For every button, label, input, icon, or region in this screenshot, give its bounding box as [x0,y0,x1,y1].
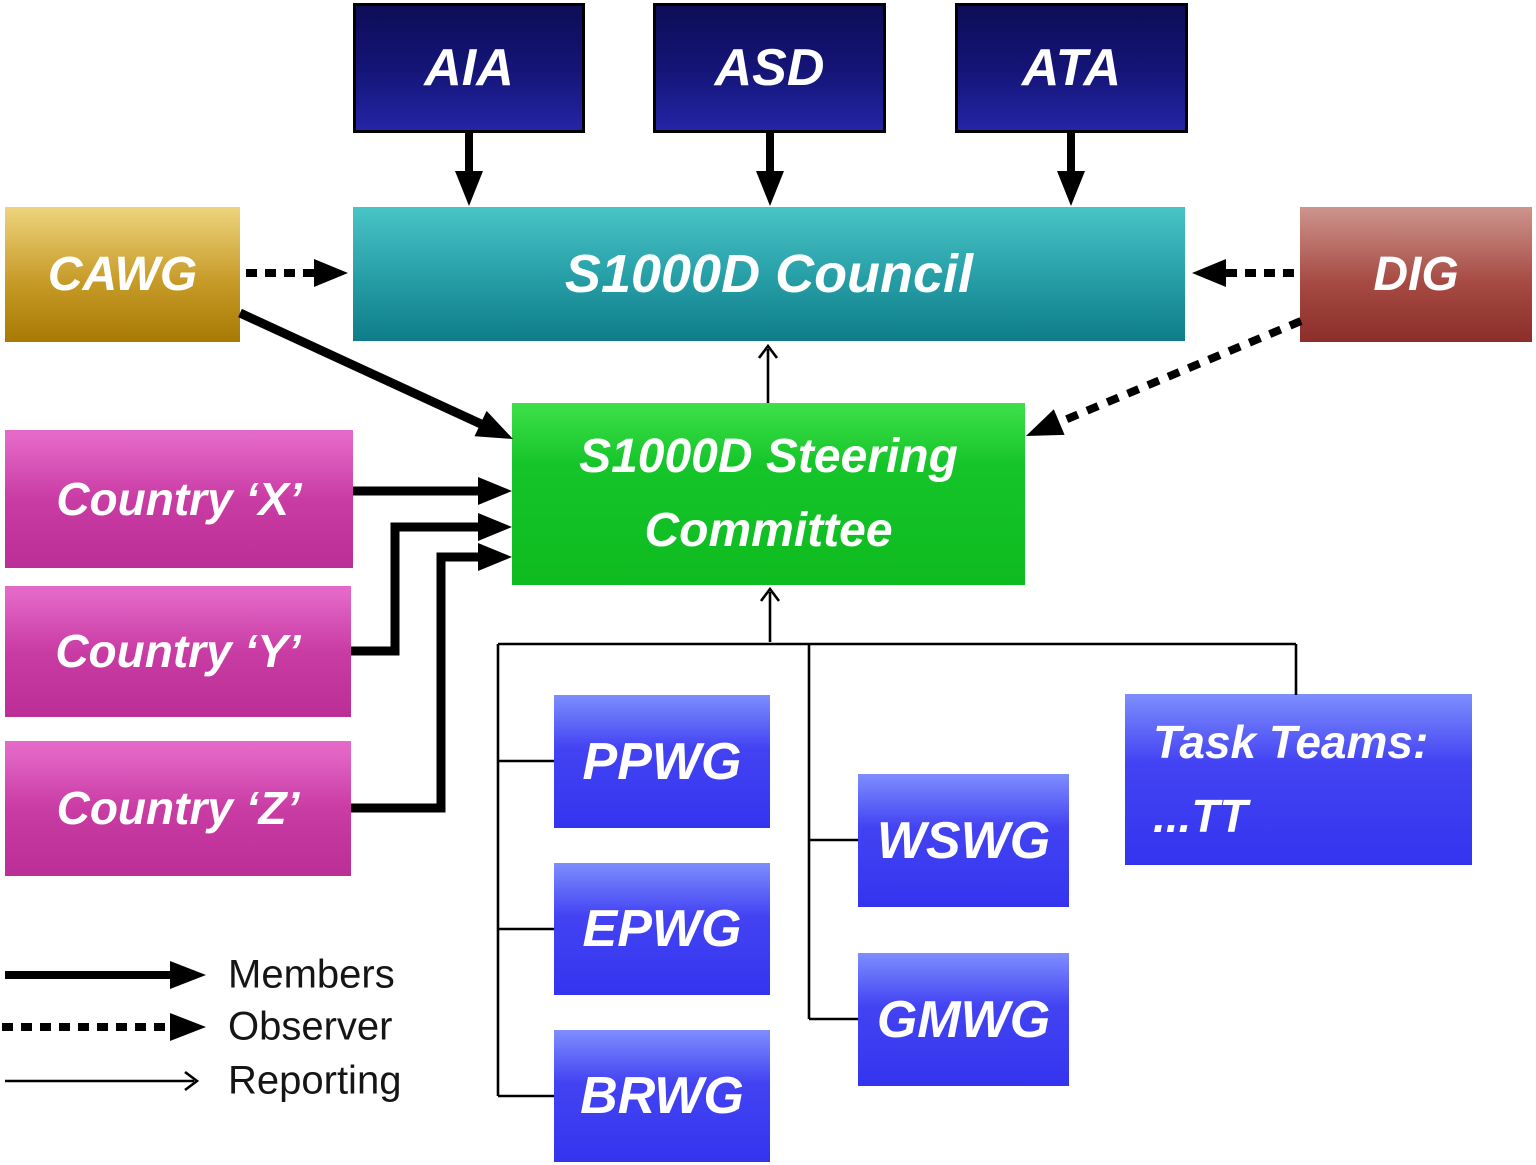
box-ata: ATA [955,3,1188,133]
reporting-arrow-tree-to-steering [759,586,781,642]
legend-label-members: Members [228,952,395,997]
box-aia: AIA [353,3,585,133]
box-wswg: WSWG [858,774,1069,907]
box-s1000d-steering-committee: S1000D Steering Committee [512,403,1025,585]
member-arrow-ata-to-council [1057,133,1085,206]
legend-reporting-arrow [5,1070,200,1092]
observer-arrow-dig-to-council [1192,259,1294,287]
box-dig: DIG [1300,207,1532,342]
box-country-y: Country ‘Y’ [5,586,351,717]
legend-label-observer: Observer [228,1004,393,1049]
legend-members-arrow [5,961,206,989]
member-arrow-country-x-to-steering [353,477,512,505]
box-country-z: Country ‘Z’ [5,741,351,876]
box-asd: ASD [653,3,886,133]
box-s1000d-council: S1000D Council [353,207,1185,341]
reporting-arrow-steering-to-council [757,343,779,403]
box-epwg: EPWG [554,863,770,995]
box-cawg: CAWG [5,207,240,342]
member-arrow-asd-to-council [756,133,784,206]
box-gmwg: GMWG [858,953,1069,1086]
legend-label-reporting: Reporting [228,1058,402,1103]
box-ppwg: PPWG [554,695,770,828]
member-arrow-country-z-to-steering [351,543,512,813]
legend-observer-arrow [2,1013,206,1041]
member-arrow-aia-to-council [455,133,483,206]
box-task-teams: Task Teams: ...TT [1125,694,1472,865]
box-country-x: Country ‘X’ [5,430,353,568]
observer-arrow-cawg-to-council [246,259,348,287]
box-brwg: BRWG [554,1030,770,1162]
member-arrow-country-y-to-steering [351,513,512,656]
